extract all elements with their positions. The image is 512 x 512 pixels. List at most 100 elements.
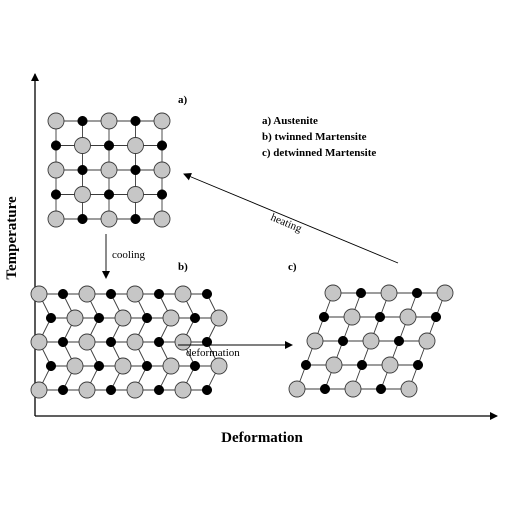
large-atom <box>324 284 342 302</box>
small-atom <box>156 140 168 151</box>
small-atom <box>50 189 62 200</box>
legend-item-detwinned-martensite: c) detwinned Martensite <box>262 147 376 159</box>
small-atom <box>393 335 405 347</box>
lattice-austenite <box>47 112 171 228</box>
large-atom <box>162 357 180 375</box>
small-atom <box>57 384 69 396</box>
lattice-detwinned-martensite <box>288 284 454 398</box>
small-atom <box>57 336 69 348</box>
small-atom <box>300 359 312 371</box>
panel-label-b: b) <box>178 261 188 273</box>
small-atom <box>430 311 442 323</box>
small-atom <box>337 335 349 347</box>
large-atom <box>400 380 418 398</box>
lattice-twinned-martensite <box>30 285 228 399</box>
small-atom <box>201 336 213 348</box>
large-atom <box>153 161 171 179</box>
large-atom <box>153 210 171 228</box>
small-atom <box>355 287 367 299</box>
small-atom <box>105 384 117 396</box>
panel-label-a: a) <box>178 94 188 106</box>
large-atom <box>174 333 192 351</box>
large-atom <box>114 309 132 327</box>
large-atom <box>66 357 84 375</box>
small-atom <box>130 115 141 127</box>
large-atom <box>100 161 118 179</box>
small-atom <box>412 359 424 371</box>
small-atom <box>50 140 62 151</box>
small-atom <box>77 115 88 127</box>
large-atom <box>127 137 144 154</box>
small-atom <box>141 312 153 324</box>
small-atom <box>201 288 213 300</box>
panel-label-c: c) <box>288 261 297 273</box>
large-atom <box>78 333 96 351</box>
small-atom <box>57 288 69 300</box>
large-atom <box>114 357 132 375</box>
small-atom <box>374 311 386 323</box>
large-atom <box>74 186 91 203</box>
small-atom <box>156 189 168 200</box>
small-atom <box>77 213 88 225</box>
small-atom <box>153 336 165 348</box>
large-atom <box>399 308 417 326</box>
cooling-label: cooling <box>112 249 145 261</box>
legend: a) Austenite b) twinned Martensite c) de… <box>262 115 376 159</box>
large-atom <box>78 285 96 303</box>
large-atom <box>47 161 65 179</box>
x-axis-title: Deformation <box>221 430 303 446</box>
large-atom <box>30 333 48 351</box>
legend-item-twinned-martensite: b) twinned Martensite <box>262 131 367 143</box>
large-atom <box>418 332 436 350</box>
small-atom <box>318 311 330 323</box>
legend-item-austenite: a) Austenite <box>262 115 318 127</box>
small-atom <box>153 288 165 300</box>
large-atom <box>127 186 144 203</box>
small-atom <box>103 189 115 200</box>
large-atom <box>126 285 144 303</box>
large-atom <box>153 112 171 130</box>
large-atom <box>381 356 399 374</box>
large-atom <box>66 309 84 327</box>
large-atom <box>288 380 306 398</box>
large-atom <box>162 309 180 327</box>
large-atom <box>47 210 65 228</box>
small-atom <box>375 383 387 395</box>
large-atom <box>100 210 118 228</box>
large-atom <box>126 381 144 399</box>
small-atom <box>45 360 57 372</box>
small-atom <box>319 383 331 395</box>
large-atom <box>210 309 228 327</box>
large-atom <box>306 332 324 350</box>
large-atom <box>380 284 398 302</box>
small-atom <box>201 384 213 396</box>
small-atom <box>93 360 105 372</box>
small-atom <box>105 336 117 348</box>
large-atom <box>78 381 96 399</box>
large-atom <box>362 332 380 350</box>
large-atom <box>74 137 91 154</box>
large-atom <box>100 112 118 130</box>
small-atom <box>105 288 117 300</box>
small-atom <box>77 164 88 176</box>
small-atom <box>141 360 153 372</box>
large-atom <box>343 308 361 326</box>
heating-label: heating <box>269 211 304 235</box>
deformation-label: deformation <box>186 347 240 359</box>
small-atom <box>356 359 368 371</box>
small-atom <box>153 384 165 396</box>
heating-arrow <box>183 172 399 264</box>
small-atom <box>93 312 105 324</box>
large-atom <box>344 380 362 398</box>
small-atom <box>130 164 141 176</box>
large-atom <box>47 112 65 130</box>
small-atom <box>189 360 201 372</box>
large-atom <box>126 333 144 351</box>
large-atom <box>210 357 228 375</box>
large-atom <box>174 381 192 399</box>
small-atom <box>411 287 423 299</box>
small-atom <box>103 140 115 151</box>
large-atom <box>325 356 343 374</box>
small-atom <box>45 312 57 324</box>
